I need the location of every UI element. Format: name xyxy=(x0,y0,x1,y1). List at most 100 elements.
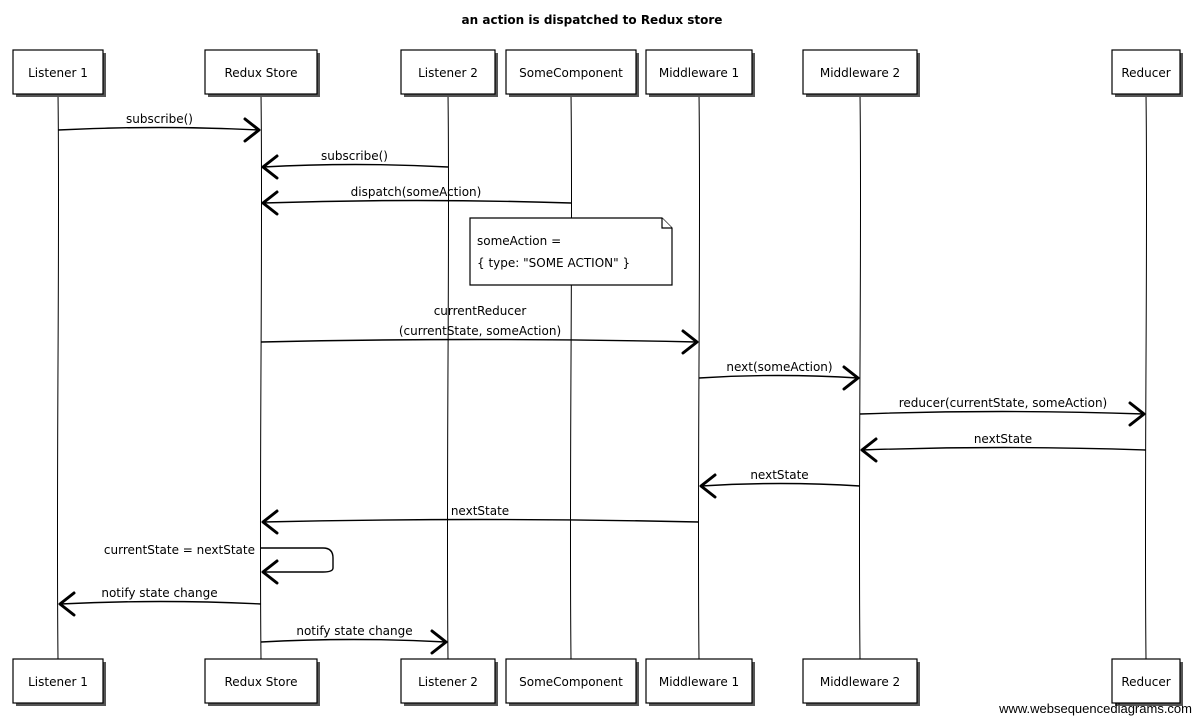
message-label: nextState xyxy=(750,468,808,482)
message-line xyxy=(861,446,1147,451)
message-label: notify state change xyxy=(296,624,412,638)
arrow-head xyxy=(860,437,878,463)
participant-label: Reducer xyxy=(1121,66,1170,80)
participant-top-l1: Listener 1 xyxy=(12,49,106,97)
participant-box xyxy=(1111,658,1181,704)
message-line xyxy=(859,410,1145,415)
lifeline-re xyxy=(1144,93,1148,660)
participant-box xyxy=(1111,49,1181,95)
participant-bottom-m1: Middleware 1 xyxy=(645,658,755,706)
participant-label: Listener 1 xyxy=(28,66,88,80)
participant-bottom-m2: Middleware 2 xyxy=(802,658,920,706)
message-line xyxy=(262,163,449,168)
participant-label: Middleware 2 xyxy=(820,675,900,689)
diagram-title: an action is dispatched to Redux store xyxy=(462,13,723,27)
lifelines xyxy=(56,93,1148,660)
participant-label: Redux Store xyxy=(224,675,297,689)
arrow-head xyxy=(261,559,279,585)
participant-box xyxy=(802,49,918,95)
message-line xyxy=(59,600,262,605)
credit-link[interactable]: www.websequencediagrams.com xyxy=(998,701,1192,716)
lifeline-rs xyxy=(259,93,263,660)
participant-top-sc: SomeComponent xyxy=(505,49,639,97)
arrow-head xyxy=(681,329,699,355)
message-0: subscribe() xyxy=(57,112,261,143)
participant-box xyxy=(204,658,318,704)
participant-box xyxy=(645,49,753,95)
message-line xyxy=(262,518,700,523)
message-line xyxy=(260,638,447,643)
message-line xyxy=(262,199,572,204)
participant-label: Listener 2 xyxy=(418,66,478,80)
participant-box xyxy=(505,49,637,95)
participant-top-rs: Redux Store xyxy=(204,49,320,97)
arrow-head xyxy=(261,509,279,535)
message-8: nextState xyxy=(261,504,700,535)
lifeline-m1 xyxy=(697,93,701,660)
message-label: notify state change xyxy=(101,586,217,600)
participant-top-m2: Middleware 2 xyxy=(802,49,920,97)
message-9: currentState = nextState xyxy=(104,543,334,585)
message-10: notify state change xyxy=(58,586,262,617)
note-box xyxy=(469,217,673,286)
participant-label: Middleware 1 xyxy=(659,66,739,80)
message-5: reducer(currentState, someAction) xyxy=(859,396,1146,427)
participant-box xyxy=(400,658,496,704)
note: someAction = { type: "SOME ACTION" } xyxy=(469,217,673,286)
participant-bottom-sc: SomeComponent xyxy=(505,658,639,706)
lifeline-l1 xyxy=(56,93,60,660)
arrow-head xyxy=(1128,401,1146,427)
participant-top-re: Reducer xyxy=(1111,49,1183,97)
message-line xyxy=(57,126,260,131)
message-11: notify state change xyxy=(260,624,448,655)
message-label: (currentState, someAction) xyxy=(399,324,561,338)
participant-label: Redux Store xyxy=(224,66,297,80)
message-2: dispatch(someAction) xyxy=(261,185,572,216)
message-line xyxy=(698,374,859,379)
participant-label: Reducer xyxy=(1121,675,1170,689)
participant-bottom-l2: Listener 2 xyxy=(400,658,498,706)
message-label: nextState xyxy=(451,504,509,518)
participant-label: SomeComponent xyxy=(519,675,623,689)
arrow-head xyxy=(261,190,279,216)
participant-bottom-re: Reducer xyxy=(1111,658,1183,706)
participant-box xyxy=(12,658,104,704)
note-fold xyxy=(661,218,672,229)
message-7: nextState xyxy=(699,468,861,499)
participant-label: Listener 2 xyxy=(418,675,478,689)
message-line xyxy=(260,338,698,343)
participant-top-l2: Listener 2 xyxy=(400,49,498,97)
message-label: currentReducer xyxy=(434,304,527,318)
lifeline-sc xyxy=(569,93,573,660)
participant-box xyxy=(204,49,318,95)
participant-label: Middleware 2 xyxy=(820,66,900,80)
arrow-head xyxy=(261,154,279,180)
arrow-head xyxy=(699,473,717,499)
participant-box xyxy=(802,658,918,704)
participant-box xyxy=(12,49,104,95)
participant-bottom-l1: Listener 1 xyxy=(12,658,106,706)
message-label: reducer(currentState, someAction) xyxy=(899,396,1107,410)
message-line xyxy=(700,482,861,487)
participant-top-m1: Middleware 1 xyxy=(645,49,755,97)
participant-label: Middleware 1 xyxy=(659,675,739,689)
message-label: dispatch(someAction) xyxy=(351,185,482,199)
note-line: { type: "SOME ACTION" } xyxy=(477,256,630,270)
arrow-head xyxy=(430,629,448,655)
participant-box xyxy=(400,49,496,95)
messages: subscribe() subscribe() dispatch(someActio… xyxy=(57,112,1147,655)
note-line: someAction = xyxy=(477,234,561,248)
participant-label: Listener 1 xyxy=(28,675,88,689)
arrow-head xyxy=(842,365,860,391)
message-label: next(someAction) xyxy=(726,360,832,374)
message-label: subscribe() xyxy=(321,149,388,163)
participant-bottom-rs: Redux Store xyxy=(204,658,320,706)
message-label: nextState xyxy=(974,432,1032,446)
arrow-head xyxy=(58,591,76,617)
participant-box xyxy=(645,658,753,704)
message-line xyxy=(261,547,334,573)
participant-label: SomeComponent xyxy=(519,66,623,80)
lifeline-l2 xyxy=(446,93,450,660)
